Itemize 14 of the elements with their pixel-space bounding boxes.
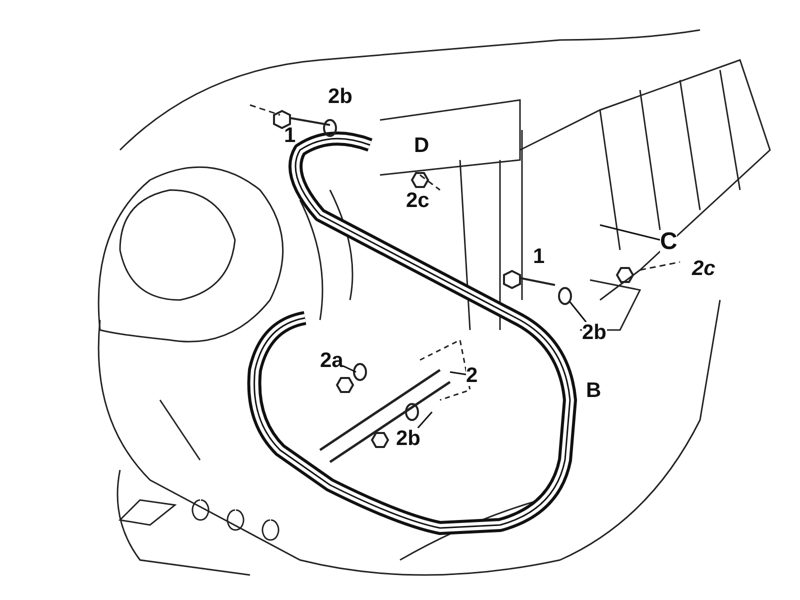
- callout-number: 2c: [692, 258, 716, 279]
- part-letter: D: [414, 135, 430, 156]
- part-letter: C: [660, 230, 678, 254]
- callout-number: 1: [284, 125, 296, 146]
- leader-line: [569, 302, 587, 322]
- leader-line: [600, 224, 660, 241]
- callout-number: 2b: [328, 86, 353, 107]
- callout-number: 2c: [406, 190, 430, 211]
- leader-line: [417, 412, 433, 428]
- leader-line: [342, 365, 356, 373]
- callout-number: 2: [466, 365, 478, 386]
- leader-line: [450, 371, 466, 376]
- callout-number: 1: [533, 246, 545, 267]
- part-letter: B: [586, 380, 602, 401]
